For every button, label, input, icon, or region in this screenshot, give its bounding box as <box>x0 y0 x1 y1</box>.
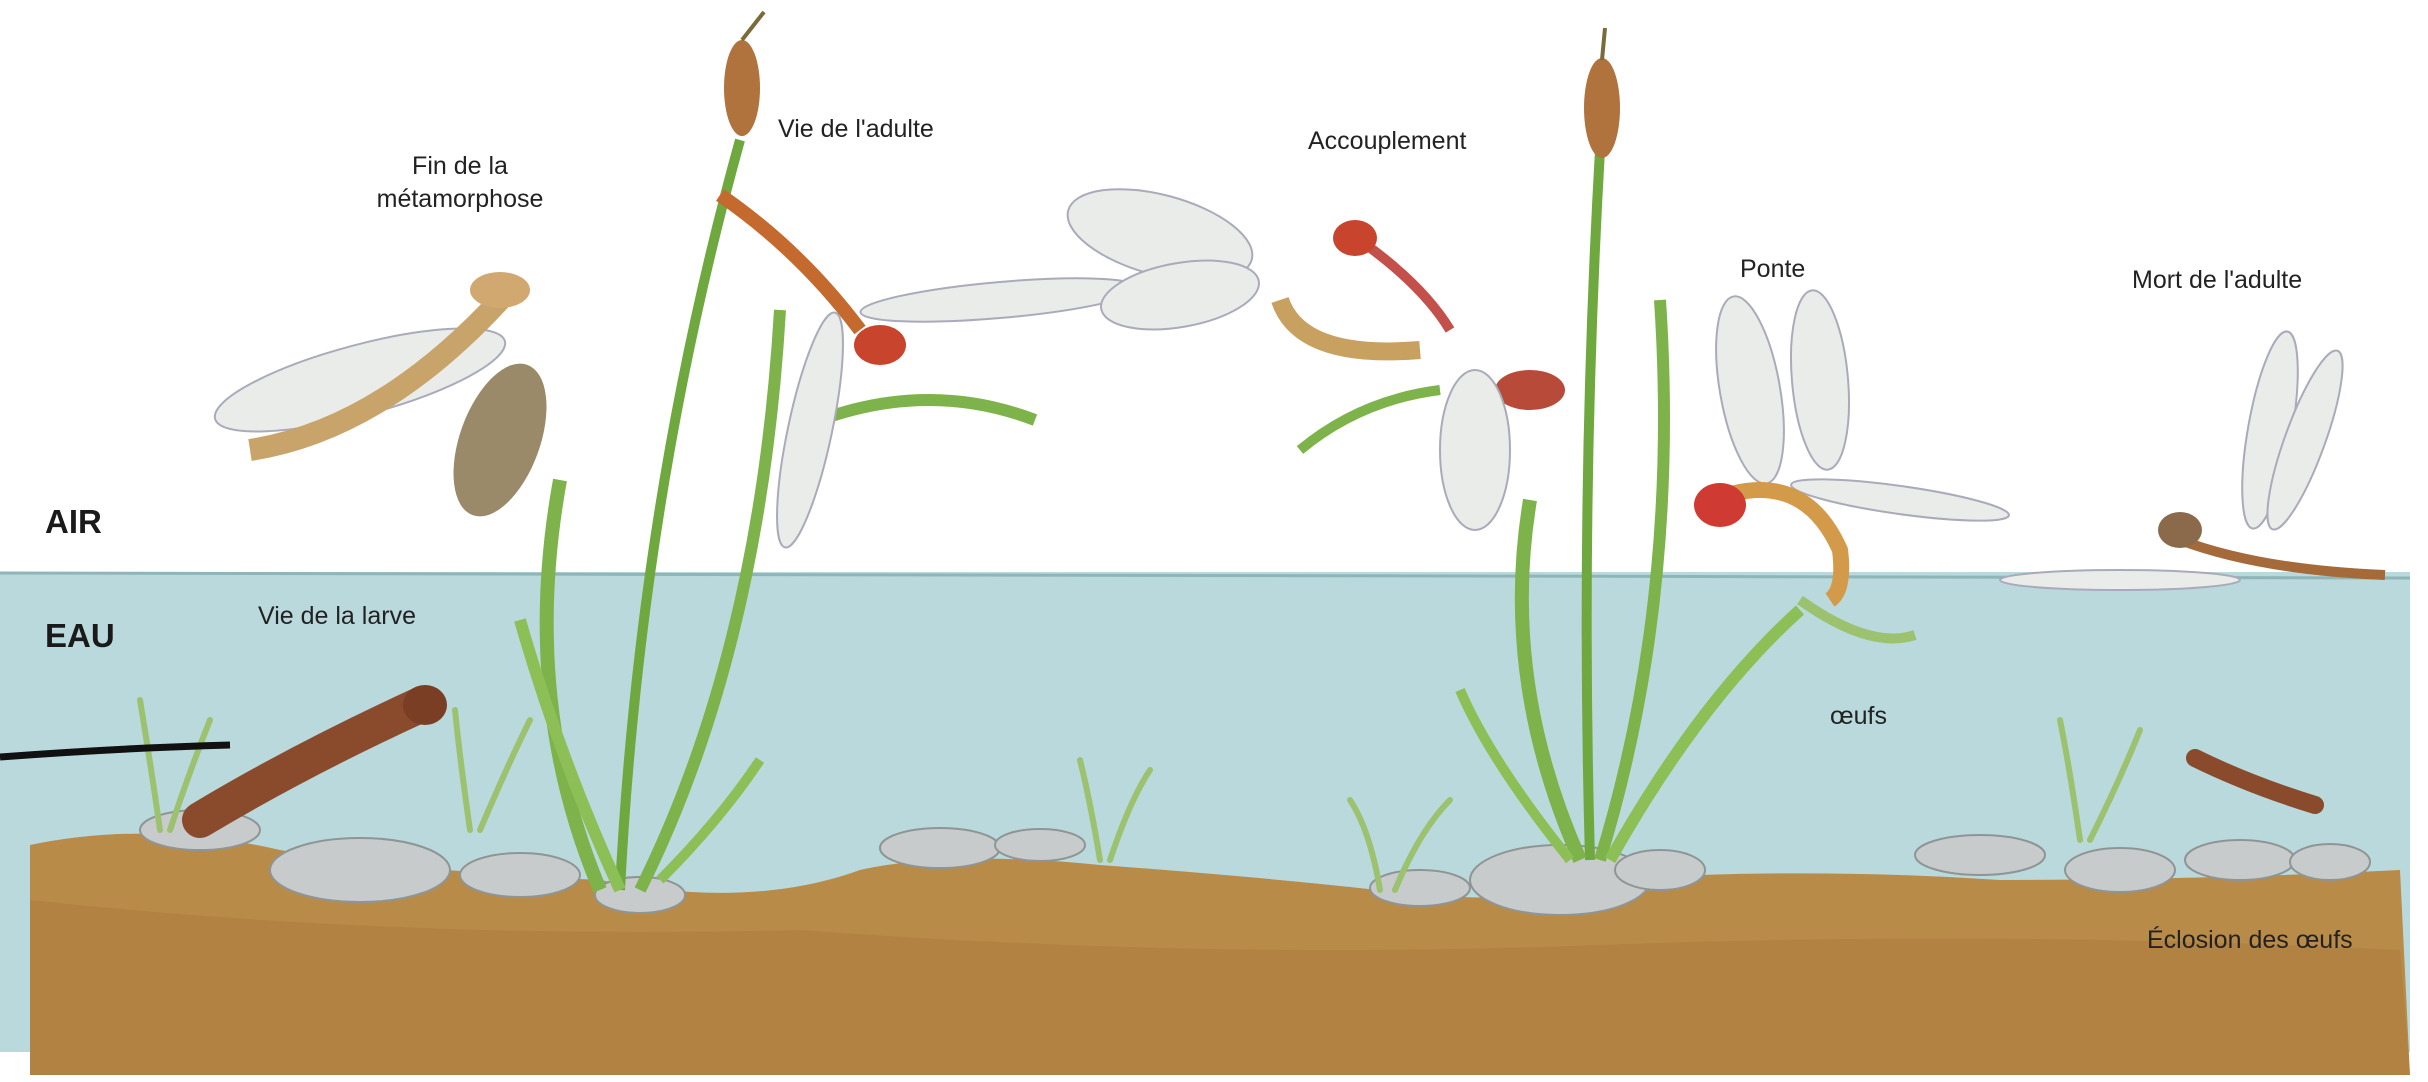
label-ponte: Ponte <box>1740 253 1805 286</box>
adult-dragonfly-on-reed <box>720 195 1141 552</box>
label-oeufs: œufs <box>1830 700 1887 733</box>
label-fin-metamorphose-line1: Fin de la <box>360 150 560 183</box>
emerging-dragonfly <box>206 272 565 529</box>
cattail-head-left <box>724 40 760 136</box>
zone-label-air: AIR <box>45 503 102 541</box>
egg-laying-dragonfly <box>1694 288 2011 600</box>
cattail-head-right <box>1584 58 1620 158</box>
dead-dragonfly <box>2000 328 2385 590</box>
label-fin-metamorphose-line2: métamorphose <box>360 183 560 216</box>
label-eclosion: Éclosion des œufs <box>2147 924 2353 957</box>
label-accouplement: Accouplement <box>1308 125 1466 158</box>
label-vie-adulte: Vie de l'adulte <box>778 113 934 146</box>
label-fin-metamorphose: Fin de la métamorphose <box>360 150 560 216</box>
mating-dragonflies <box>1058 172 1565 530</box>
label-mort-adulte: Mort de l'adulte <box>2132 264 2302 297</box>
zone-label-eau: EAU <box>45 617 115 655</box>
label-vie-larve: Vie de la larve <box>258 600 416 633</box>
